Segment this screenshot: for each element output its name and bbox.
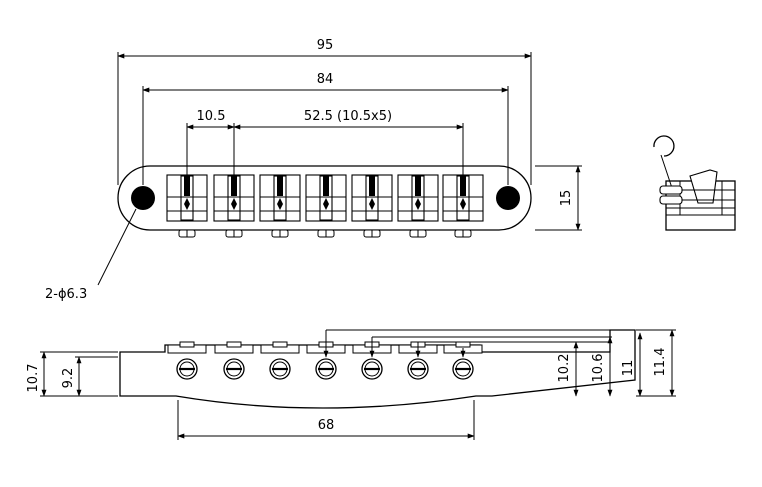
c-clip-icon (653, 135, 675, 157)
mounting-hole-left (131, 186, 155, 210)
saddle-top-3 (259, 174, 301, 238)
screw-head-icon (407, 358, 429, 380)
label-post-spacing: 84 (317, 72, 334, 87)
label-string-spacing: 10.5 (197, 109, 226, 124)
screw-head-icon (269, 358, 291, 380)
label-height-b: 10.6 (591, 354, 606, 383)
label-bottom-span: 68 (318, 418, 335, 433)
saddle-top-5 (351, 174, 393, 238)
saddle-top-4 (305, 174, 347, 238)
saddle-top-6 (397, 174, 439, 238)
saddle-front-7 (443, 341, 483, 380)
screw-head-icon (361, 358, 383, 380)
saddle-top-7 (442, 174, 484, 238)
saddle-icon (689, 169, 718, 204)
screw-head-icon (223, 358, 245, 380)
end-view (653, 135, 736, 231)
label-height-d: 11.4 (653, 348, 668, 377)
mounting-hole-right (496, 186, 520, 210)
front-view: 10.7 9.2 68 10.2 10.6 11 11.4 (26, 329, 676, 440)
saddles-front (167, 330, 483, 380)
saddle-top-2 (213, 174, 255, 238)
label-hole-diameter: 2-ϕ6.3 (45, 287, 87, 302)
saddle-top-1 (166, 174, 208, 238)
label-overall-length: 95 (317, 38, 334, 53)
label-height-c: 11 (621, 360, 636, 377)
saddle-front-2 (214, 341, 254, 380)
label-width: 15 (559, 190, 574, 207)
label-height-a: 10.2 (557, 354, 572, 383)
label-height-left-inner: 9.2 (61, 368, 76, 389)
screw-head-icon (452, 358, 474, 380)
saddle-front-3 (260, 341, 300, 380)
label-total-spacing: 52.5 (10.5x5) (304, 109, 392, 124)
screw-head-icon (315, 358, 337, 380)
saddles-top (166, 174, 484, 238)
top-view: 95 84 10.5 52.5 (10.5x5) 15 2-ϕ6.3 (45, 38, 582, 302)
saddle-front-1 (167, 341, 207, 380)
screw-head-icon (176, 358, 198, 380)
label-height-left-outer: 10.7 (26, 364, 41, 393)
